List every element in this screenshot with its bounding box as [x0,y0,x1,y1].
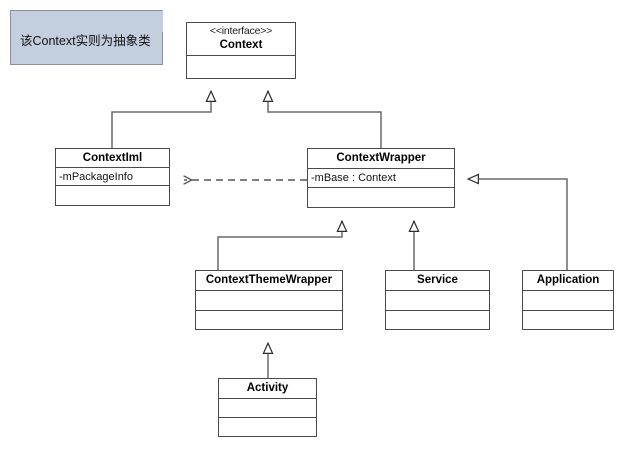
attribute-row: -mPackageInfo [59,170,133,183]
class-header-contextthemewrapper: ContextThemeWrapper [196,271,342,291]
class-compartment-empty [196,291,342,311]
class-compartment-empty [219,418,316,436]
stereotype-label: <<interface>> [209,25,273,37]
class-header-contextwrapper: ContextWrapper [308,149,454,169]
class-header-application: Application [523,271,613,291]
class-name-application: Application [536,274,600,286]
class-compartment-empty [187,56,295,78]
class-name-context: Context [219,39,263,51]
class-name-service: Service [417,274,458,286]
class-compartment-empty [196,311,342,329]
class-header-activity: Activity [219,379,316,399]
class-compartment-empty [523,311,613,329]
class-compartment-empty [523,291,613,311]
class-compartment-empty [56,186,169,205]
class-compartment-empty [386,311,489,329]
class-box-activity[interactable]: Activity [218,378,317,437]
class-name-contextiml: ContextIml [82,151,143,164]
edge-contextthemewrapper-to-contextwrapper [217,221,342,270]
class-header-service: Service [386,271,489,291]
class-box-application[interactable]: Application [522,270,614,330]
note-fold-icon [141,10,163,32]
edge-contextiml-to-context [111,91,211,148]
class-attributes-contextwrapper: -mBase : Context [308,169,454,188]
note-context-abstract: 该Context实则为抽象类 [10,10,163,65]
class-compartment-empty [386,291,489,311]
class-name-activity: Activity [246,382,289,394]
edge-contextwrapper-to-context [268,91,382,148]
class-name-contextthemewrapper: ContextThemeWrapper [205,274,333,286]
class-compartment-empty [308,188,454,207]
class-attributes-contextiml: -mPackageInfo [56,168,169,186]
class-box-contextiml[interactable]: ContextIml -mPackageInfo [55,148,170,206]
class-box-contextthemewrapper[interactable]: ContextThemeWrapper [195,270,343,330]
attribute-row: -mBase : Context [311,172,396,184]
class-box-contextwrapper[interactable]: ContextWrapper -mBase : Context [307,148,455,208]
edge-application-to-contextwrapper [468,179,568,270]
class-header-contextiml: ContextIml [56,149,169,168]
class-box-service[interactable]: Service [385,270,490,330]
note-text: 该Context实则为抽象类 [20,34,151,48]
class-compartment-empty [219,399,316,418]
class-box-context[interactable]: <<interface>> Context [186,22,296,79]
class-header-context: <<interface>> Context [187,23,295,56]
class-name-contextwrapper: ContextWrapper [336,152,426,164]
